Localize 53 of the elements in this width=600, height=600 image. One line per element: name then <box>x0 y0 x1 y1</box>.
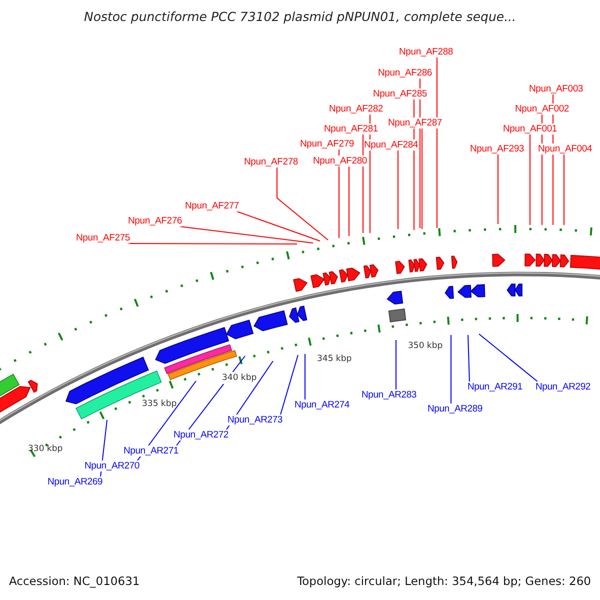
leader-line <box>348 166 350 236</box>
leader-line <box>180 226 314 244</box>
gene-label: Npun_AF280 <box>313 156 367 166</box>
gene-label: Npun_AF278 <box>244 156 298 168</box>
title: Nostoc punctiforme PCC 73102 plasmid pNPUN01, complete seque... <box>84 9 516 24</box>
leader-line <box>226 360 274 430</box>
scale-label: 350 kbp <box>408 340 443 352</box>
leader-line <box>137 380 196 461</box>
scale-label: 340 kbp <box>222 372 257 384</box>
scale-label: 335 kbp <box>142 398 177 410</box>
gene-label: Npun_AR289 <box>427 404 483 414</box>
accession-text: Accession: NC_010631 <box>9 575 140 587</box>
gene-label: Npun_AF279 <box>300 138 354 150</box>
leader-line <box>276 167 328 240</box>
leader-line <box>236 211 320 242</box>
gene-label: Npun_AR292 <box>535 382 591 392</box>
gene-label: Npun_AF004 <box>538 144 592 154</box>
leader-line <box>280 354 298 415</box>
gene-label: Npun_AR271 <box>123 446 179 456</box>
gene-label: Npun_AR272 <box>173 430 229 440</box>
leader-line <box>436 57 438 228</box>
scale-label: 330 kbp <box>28 443 63 455</box>
gene-label: Npun_AR273 <box>227 414 283 426</box>
gene-label: Npun_AF277 <box>185 200 239 212</box>
gene-label: Npun_AR269 <box>47 476 103 488</box>
leader-line <box>100 420 108 477</box>
gene-label: Npun_AR274 <box>294 400 350 410</box>
gene-label: Npun_AF285 <box>373 88 427 100</box>
gene-label: Npun_AR283 <box>361 390 417 400</box>
gene-label: Npun_AF288 <box>399 46 453 58</box>
gene-label: Npun_AF286 <box>378 68 432 78</box>
gene-label: Npun_AF284 <box>364 140 418 150</box>
leader-line <box>478 334 538 382</box>
leader-line <box>468 334 470 382</box>
leader-line <box>450 334 452 404</box>
gene-label: Npun_AF281 <box>324 124 378 134</box>
leader-line <box>128 243 298 244</box>
leader-line <box>176 356 246 446</box>
genome-summary-text: Topology: circular; Length: 354,564 bp; Genes: 260 <box>297 575 591 587</box>
gene-label: Npun_AF287 <box>388 118 442 128</box>
gene-label: Npun_AF282 <box>329 104 383 114</box>
gene-label: Npun_AR270 <box>84 460 140 472</box>
gene-label: Npun_AF275 <box>76 232 130 244</box>
gene-label: Npun_AF276 <box>128 216 182 226</box>
leader-line <box>304 354 306 400</box>
gene-label: Npun_AR291 <box>467 382 523 392</box>
gene-label: Npun_AF002 <box>515 104 569 114</box>
gene-label: Npun_AF293 <box>470 144 524 154</box>
gene-label: Npun_AF001 <box>503 124 557 134</box>
leader-line <box>362 134 364 234</box>
scale-label: 345 kbp <box>317 353 352 365</box>
leader-line <box>338 149 340 238</box>
gene-label: Npun_AF003 <box>529 84 583 94</box>
